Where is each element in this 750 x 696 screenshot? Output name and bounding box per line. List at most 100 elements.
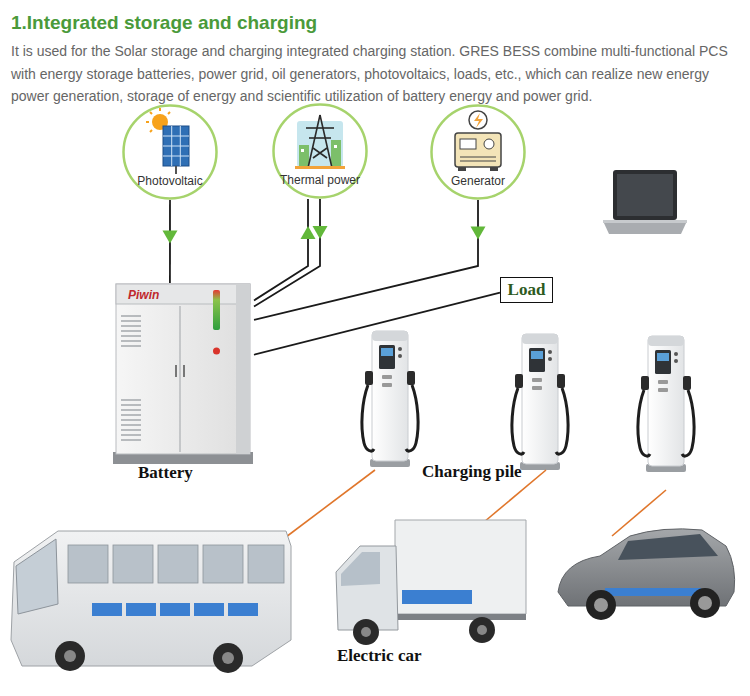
wire: [254, 199, 308, 300]
power-tower-icon-part-part: [309, 137, 331, 139]
diagram-title: 1.Integrated storage and charging: [11, 12, 317, 34]
battery-cabinet-part: [183, 365, 185, 377]
laptop-icon-part: [617, 174, 673, 216]
solar-panel-icon-part: [163, 126, 189, 166]
generator-icon-part: [460, 156, 496, 157]
generator-icon: [455, 111, 501, 171]
battery-cabinet-part-part: [121, 325, 141, 326]
node-label: Generator: [430, 174, 526, 188]
solar-panel-icon: [146, 108, 189, 174]
battery-cabinet-part: [116, 284, 250, 304]
electric-bus-part: [228, 603, 258, 616]
battery-cabinet-part-part: [121, 340, 141, 341]
source-circle: Photovoltaic: [122, 104, 218, 200]
electric-truck-part: [361, 627, 371, 637]
battery-cabinet-part-part: [121, 434, 141, 435]
wire: [254, 293, 500, 355]
electric-suv-part: [586, 590, 616, 620]
electric-bus: [11, 531, 291, 673]
node-label: Load: [508, 280, 546, 300]
power-tower-icon-part: [301, 149, 304, 152]
solar-panel-icon-part-part: [163, 156, 189, 157]
electric-bus-part: [248, 545, 284, 583]
generator-icon-part: [460, 160, 496, 161]
electric-suv-part: [594, 598, 608, 612]
power-tower-icon-part-part: [306, 127, 334, 129]
battery-cabinet-part-part: [121, 345, 141, 346]
battery-node: Battery: [112, 283, 254, 488]
electric-suv-part: [618, 534, 718, 560]
power-line: [254, 200, 486, 320]
power-tower-icon: [295, 115, 345, 169]
battery-cabinet-part: [236, 284, 250, 454]
battery-cabinet-part-part: [121, 414, 141, 415]
battery-cabinet-part: [180, 306, 181, 452]
power-tower-icon-part: [297, 121, 343, 167]
power-line: [254, 293, 500, 355]
wire: [254, 199, 320, 307]
battery-cabinet: [113, 284, 253, 464]
charge-cable-part: [612, 490, 666, 536]
electric-truck-part: [469, 617, 495, 643]
laptop-icon-part: [603, 221, 687, 234]
electric-bus-part: [68, 545, 108, 583]
arrow-head: [313, 226, 328, 239]
charging-pile: [512, 334, 568, 470]
electric-bus-part: [222, 652, 234, 664]
arrow-head: [471, 227, 486, 240]
battery-cabinet-part: [213, 290, 220, 330]
electric-truck-part: [341, 552, 380, 586]
solar-panel-icon-part-part: [150, 112, 152, 114]
battery-cabinet-part: [213, 348, 220, 355]
electric-bus-part: [92, 603, 122, 616]
battery-cabinet-part-part: [121, 429, 141, 430]
battery-cabinet-part-part: [121, 335, 141, 336]
wire: [169, 200, 171, 283]
source-circle: Thermal power: [272, 103, 368, 199]
charge-cable-part: [282, 470, 375, 540]
power-line: [254, 199, 328, 307]
electric-bus-part: [158, 545, 198, 583]
laptop-icon-part: [613, 170, 677, 220]
electric-bus-part: [213, 643, 243, 673]
solar-panel-icon-part-part: [146, 121, 149, 123]
power-tower-icon-part: [331, 140, 341, 167]
battery-cabinet-part-part: [121, 399, 141, 400]
battery-cabinet-part-part: [121, 320, 141, 321]
power-tower-icon-part: [306, 115, 334, 168]
electric-bus-part: [203, 545, 243, 583]
electric-bus-part: [11, 531, 291, 666]
solar-panel-icon-part-part: [168, 112, 170, 114]
electric-suv-part: [605, 588, 701, 596]
power-tower-icon-part-part: [313, 148, 327, 158]
source-circle: Generator: [430, 104, 526, 200]
charging-pile: [362, 331, 418, 467]
power-tower-icon-part: [299, 145, 309, 167]
wire: [254, 200, 478, 320]
laptop-icon-part: [603, 220, 687, 223]
arrow-head: [301, 226, 316, 239]
diagram-caption: It is used for the Solar storage and cha…: [11, 40, 748, 108]
solar-panel-icon-part-part: [163, 146, 189, 147]
power-tower-icon-part-part: [308, 115, 332, 168]
battery-cabinet-part-part: [121, 330, 141, 331]
battery-cabinet-part-part: [121, 419, 141, 420]
generator-icon-part: [484, 139, 494, 149]
battery-cabinet-part-part: [121, 424, 141, 425]
electric-truck-part: [353, 619, 379, 645]
power-tower-icon-part: [334, 145, 337, 148]
solar-panel-icon-part-part: [150, 130, 152, 132]
load-box: Load: [500, 277, 553, 303]
battery-cabinet-part-part: [121, 409, 141, 410]
electric-truck-part: [398, 614, 526, 620]
node-label: Battery: [138, 463, 193, 483]
node-label: Photovoltaic: [122, 174, 218, 188]
electric-bus-part: [16, 539, 58, 614]
charge-cable-part: [484, 470, 546, 522]
generator-icon-part: [460, 139, 476, 149]
solar-panel-icon-part: [163, 126, 189, 166]
brand-logo: Piwin: [128, 288, 159, 302]
